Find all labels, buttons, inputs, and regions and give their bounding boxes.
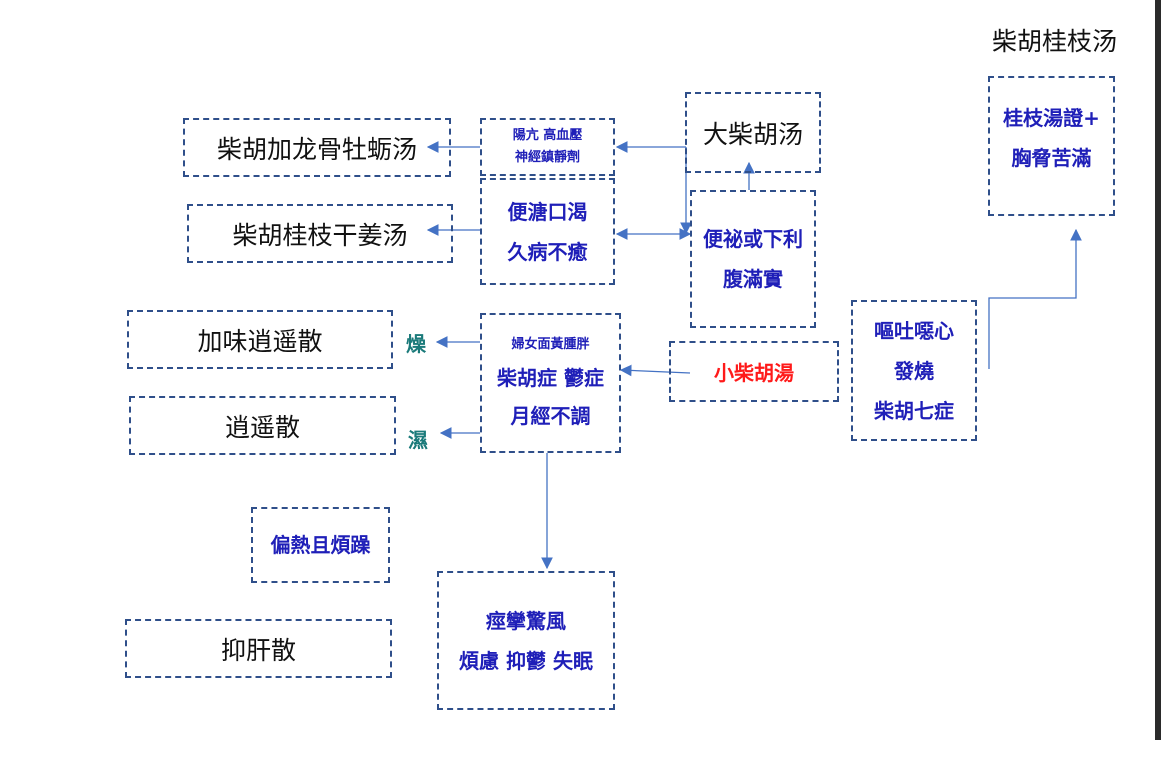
node-bianmi-line2: 腹滿實: [723, 267, 783, 291]
node-guizhitang-line1: 桂枝湯證+: [1003, 106, 1100, 130]
node-bianmi-line1: 便祕或下利: [703, 227, 803, 251]
node-xiaoyao: 逍遥散: [129, 396, 396, 455]
node-dachaihu: 大柴胡汤: [685, 92, 821, 173]
node-yangkang-line1: 陽亢 高血壓: [512, 128, 583, 143]
node-biantang-line2: 久病不癒: [507, 239, 588, 264]
node-outu-line2: 發燒: [894, 358, 934, 383]
arrow-xiaochaihu-to-funv: [619, 364, 691, 377]
node-yigan-label: 抑肝散: [220, 635, 296, 665]
node-longgu-label: 柴胡加龙骨牡蛎汤: [216, 134, 417, 164]
node-guizhitang: 桂枝湯證+ 胸脅苦滿: [988, 76, 1115, 216]
node-guizhi-ganjiang-label: 柴胡桂枝干姜汤: [232, 220, 408, 250]
node-xiaochaihu: 小柴胡湯: [669, 341, 839, 402]
node-funv-line3: 月經不調: [510, 404, 591, 428]
node-dachaihu-label: 大柴胡汤: [702, 119, 803, 149]
node-longgu: 柴胡加龙骨牡蛎汤: [183, 118, 451, 177]
edge-label-zao: 燥: [406, 332, 426, 356]
node-biantang: 便溏口渴 久病不癒: [480, 178, 615, 285]
node-pianre-label: 偏熱且煩躁: [270, 533, 371, 557]
node-bianmi: 便祕或下利 腹滿實: [690, 190, 816, 328]
node-outu-line1: 嘔吐噁心: [874, 318, 954, 343]
arrow-outu-to-guizhitang: [988, 228, 1082, 369]
node-outu-line3: 柴胡七症: [874, 398, 954, 423]
node-yangkang-line2: 神經鎮靜劑: [514, 150, 580, 165]
node-pianre: 偏熱且煩躁: [251, 507, 390, 583]
edge-label-shi: 濕: [408, 428, 428, 452]
node-funv-line2: 柴胡症 鬱症: [497, 366, 604, 390]
node-funv: 婦女面黃腫胖 柴胡症 鬱症 月經不調: [480, 313, 621, 453]
node-yigan: 抑肝散: [125, 619, 392, 678]
node-jiawei-xiaoyao: 加味逍遥散: [127, 310, 393, 369]
node-xiaochaihu-label: 小柴胡湯: [714, 361, 794, 385]
node-jingluan: 痙攣驚風 煩慮 抑鬱 失眠: [437, 571, 615, 710]
node-outu: 嘔吐噁心 發燒 柴胡七症: [851, 300, 977, 441]
node-jingluan-line2: 煩慮 抑鬱 失眠: [459, 648, 593, 673]
node-guizhi-ganjiang: 柴胡桂枝干姜汤: [187, 204, 453, 263]
scrollbar[interactable]: [1155, 0, 1161, 740]
node-xiaoyao-label: 逍遥散: [224, 412, 300, 442]
node-funv-line1: 婦女面黃腫胖: [511, 337, 590, 352]
node-guizhitang-line2: 胸脅苦滿: [1011, 146, 1092, 170]
node-jingluan-line1: 痙攣驚風: [486, 608, 566, 633]
node-biantang-line1: 便溏口渴: [507, 199, 588, 224]
header-label: 柴胡桂枝汤: [992, 27, 1118, 56]
node-yangkang: 陽亢 高血壓 神經鎮靜劑: [480, 118, 615, 176]
node-jiawei-xiaoyao-label: 加味逍遥散: [197, 326, 323, 356]
